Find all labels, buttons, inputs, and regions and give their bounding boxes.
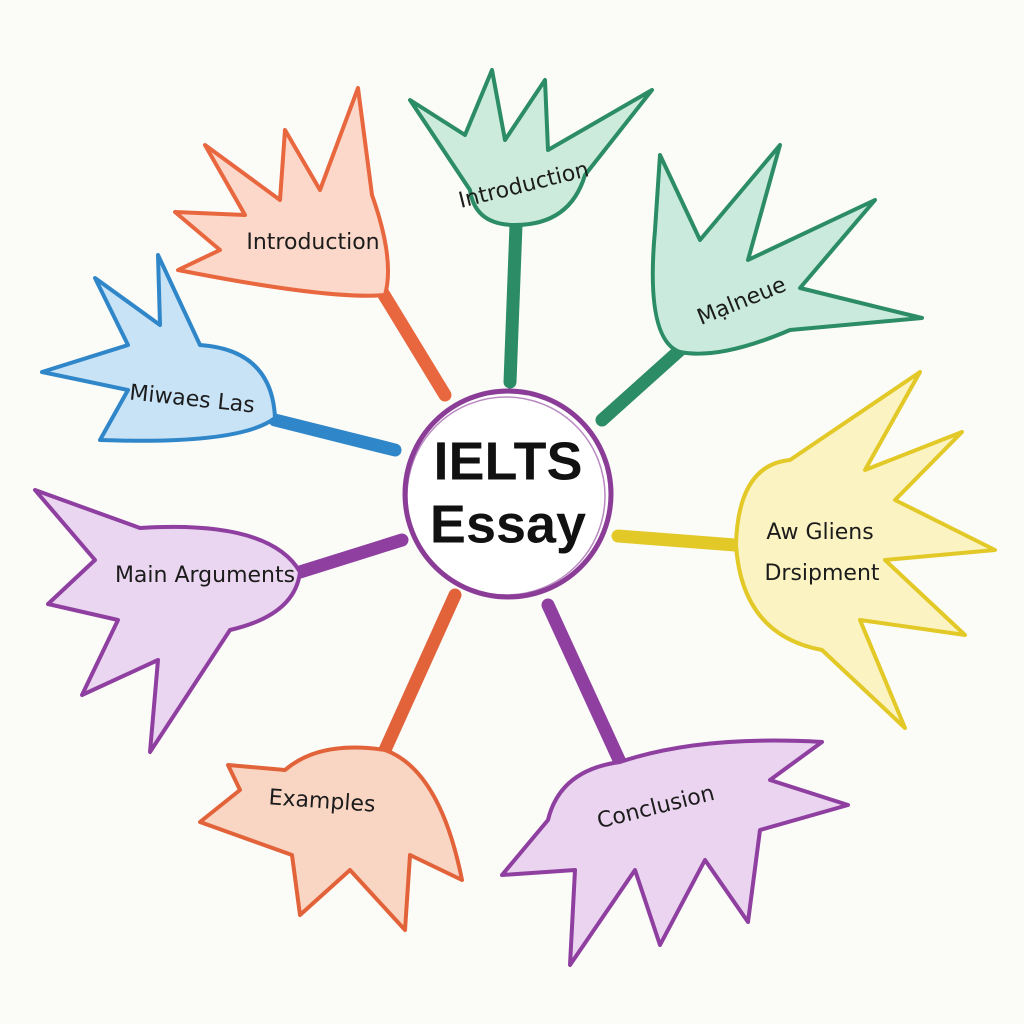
- stem-introduction-orange: [378, 285, 445, 395]
- leaf-shape: [653, 145, 922, 354]
- node-label-line1: Aw Gliens: [766, 520, 873, 545]
- leaf-shape: [410, 70, 652, 225]
- leaf-shape: [502, 741, 848, 965]
- center-node: IELTS Essay: [405, 391, 611, 597]
- node-label: Main Arguments: [115, 563, 295, 588]
- node-label: Introduction: [246, 230, 379, 255]
- stem-examples: [385, 595, 455, 750]
- node-label-line2: Drsipment: [764, 561, 879, 586]
- leaf-shape: [175, 88, 388, 296]
- leaf-shape: [35, 490, 300, 752]
- node-examples: Examples: [200, 748, 462, 931]
- leaf-shape: [200, 748, 462, 931]
- stem-green-right: [602, 350, 680, 420]
- node-introduction-green: Introduction: [410, 70, 652, 225]
- node-green-right: Mạlneue: [653, 145, 922, 354]
- stem-conclusion: [548, 605, 620, 762]
- node-main-arguments: Main Arguments: [35, 490, 300, 752]
- node-conclusion: Conclusion: [502, 741, 848, 965]
- leaf-shape: [736, 372, 995, 728]
- stem-blue: [275, 420, 395, 450]
- stem-introduction-green: [510, 225, 516, 382]
- stem-main-arguments: [300, 540, 402, 572]
- node-aw-gliens: Aw Gliens Drsipment: [736, 372, 995, 728]
- stem-yellow: [618, 536, 735, 545]
- center-title-line1: IELTS: [433, 431, 582, 491]
- center-title-line2: Essay: [430, 494, 586, 554]
- node-introduction-orange: Introduction: [175, 88, 388, 296]
